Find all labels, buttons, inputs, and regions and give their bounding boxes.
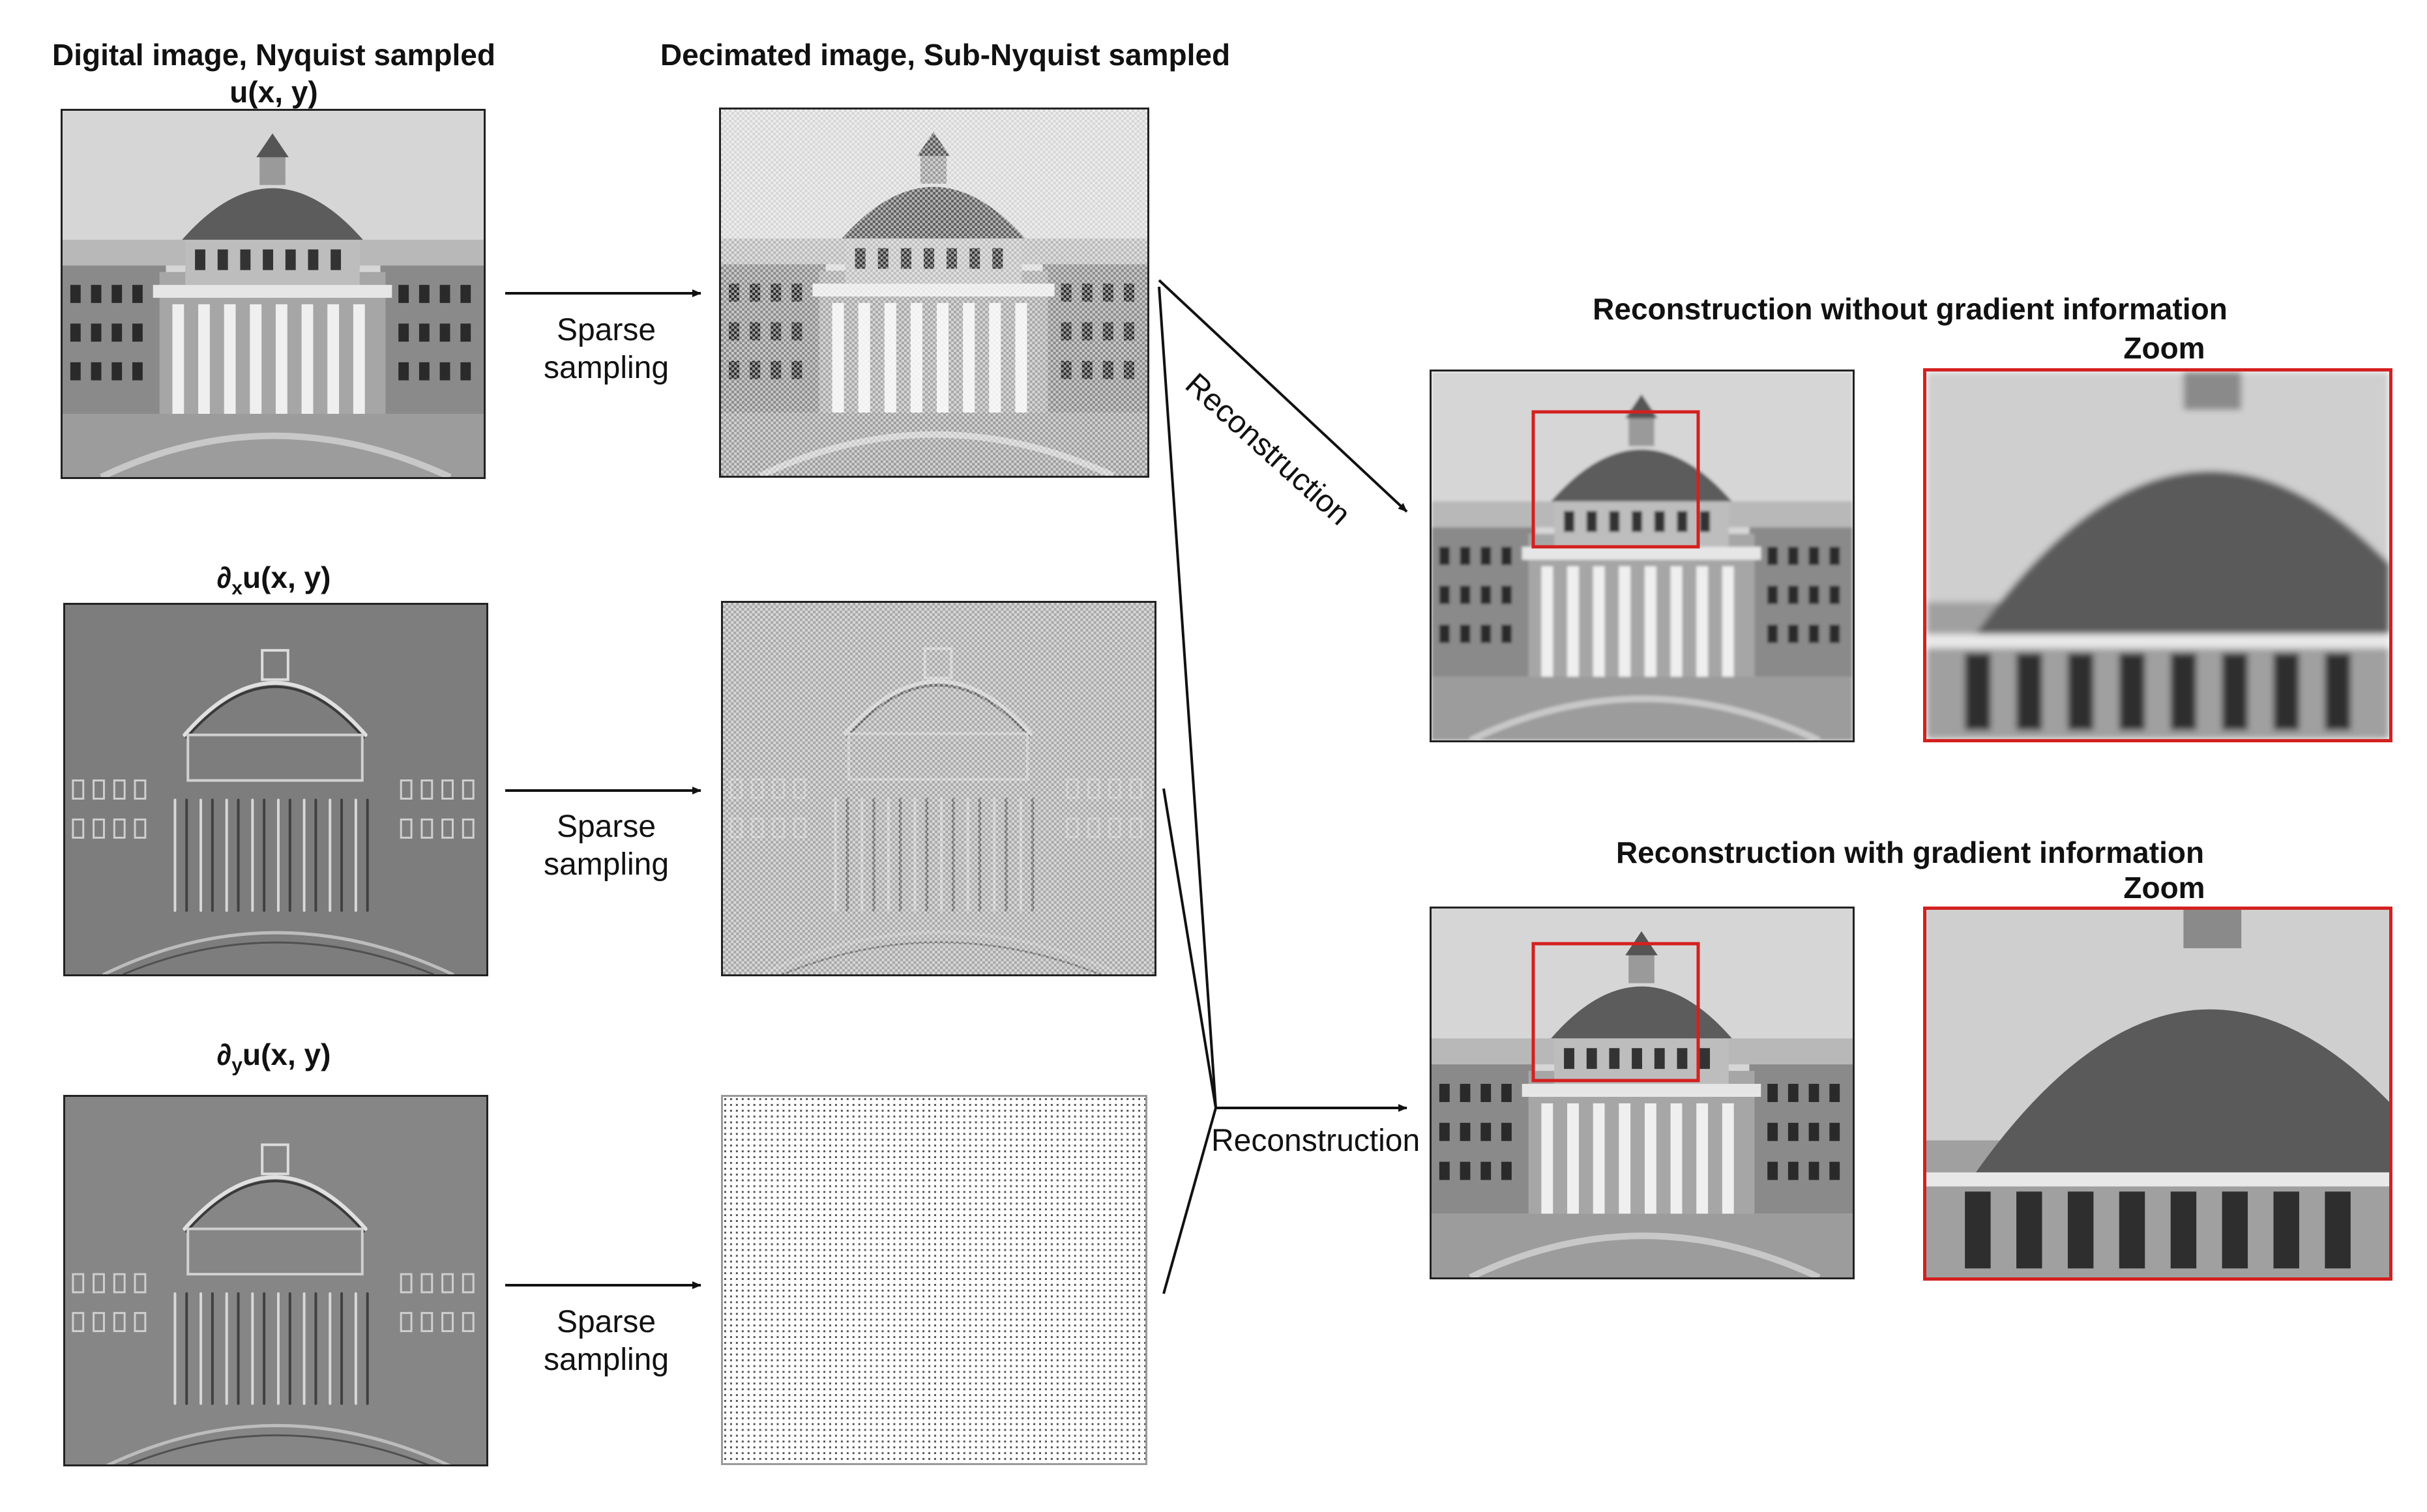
- dx-label: ∂xu(x, y): [216, 560, 331, 599]
- decimated-dy-panel: [721, 1095, 1147, 1465]
- reconstruction-without-image: [1432, 371, 1853, 740]
- reconstruction-bottom-label: Reconstruction: [1211, 1124, 1420, 1158]
- u-label: u(x, y): [229, 75, 318, 109]
- zoom-label-top: Zoom: [2123, 331, 2205, 365]
- zoom-with-panel: [1923, 907, 2392, 1281]
- reconstruction-with-image: [1432, 909, 1853, 1277]
- building-photo: [63, 111, 484, 477]
- decimated-image-panel: [719, 108, 1149, 478]
- zoom-label-bottom: Zoom: [2123, 871, 2205, 905]
- decimated-dy-image: [723, 1097, 1145, 1463]
- reconstruction-with-title: Reconstruction with gradient information: [1615, 836, 2205, 869]
- decimated-photo: [721, 109, 1147, 476]
- decimated-dx-image: [723, 603, 1155, 974]
- zoom-without-image: [1926, 371, 2389, 739]
- decimated-image-title: Decimated image, Sub-Nyquist sampled: [660, 38, 1231, 72]
- reconstruction-with-panel: [1430, 907, 1855, 1279]
- dx-gradient-image: [65, 605, 486, 974]
- decimated-dx-panel: [721, 601, 1156, 976]
- reconstruction-diagonal-label: Reconstruction: [1179, 366, 1357, 532]
- reconstruction-without-title: Reconstruction without gradient informat…: [1593, 292, 2228, 326]
- dy-gradient-panel: [63, 1095, 488, 1466]
- reconstruction-without-panel: [1430, 370, 1855, 742]
- original-image-panel: [61, 109, 486, 479]
- convergence-lines: [1158, 286, 1217, 1294]
- digital-image-title: Digital image, Nyquist sampled: [52, 38, 495, 72]
- zoom-without-panel: [1923, 368, 2392, 742]
- dx-gradient-panel: [63, 603, 488, 976]
- dy-label: ∂yu(x, y): [216, 1038, 331, 1076]
- zoom-with-image: [1926, 910, 2389, 1277]
- dy-gradient-image: [65, 1097, 486, 1464]
